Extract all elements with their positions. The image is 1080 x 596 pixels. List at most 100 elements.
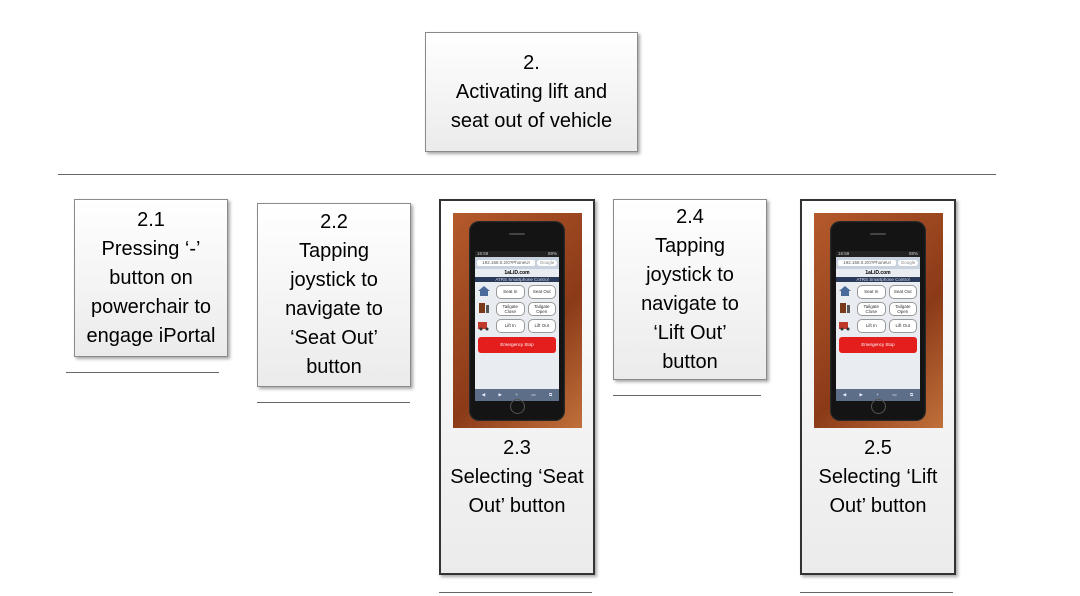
tailgate-open-button: Tailgate Open [527,301,556,316]
step-2-1-box: 2.1 Pressing ‘-’ button on powerchair to… [74,199,228,357]
address-bar: 192.168.0.2/0?PhoneUI Google [836,256,920,269]
seat-in-button: Seat In [496,284,525,299]
pages-icon: ⧉ [549,391,553,397]
step-2-5-label: 2.5 Selecting ‘Lift Out’ button [819,434,938,521]
lift-icon [839,321,850,330]
tailgate-icon [479,302,489,313]
tailgate-close-button: Tailgate Close [496,301,525,316]
step-label-line: joystick to [646,263,734,286]
step-label-line: ‘Lift Out’ [653,321,727,344]
step-number: 2.3 [503,437,531,459]
header-strip: ATRS Smartphone Control [475,276,559,282]
back-icon: ◀ [842,391,847,397]
home-button-icon [871,398,886,414]
site-name: 1aLiD.com [504,269,530,276]
control-grid: Seat In Seat Out Tailgate Close Tailgate… [836,282,920,335]
site-name: 1aLiD.com [865,269,891,276]
phone-speaker [870,232,886,235]
bookmarks-icon: ▭ [531,391,536,397]
root-task-number: 2. [523,51,540,74]
step-2-2-underline [257,402,410,403]
tailgate-icon [840,302,850,313]
status-time: 16:59 [477,250,489,256]
bookmarks-icon: ▭ [892,391,897,397]
smartphone: 16:59 88% 192.168.0.2/0?PhoneUI Google 1… [469,220,565,421]
step-label-line: button [306,356,362,378]
seat-out-button: Seat Out [527,284,556,299]
lift-icon [478,321,489,330]
phone-photo: 16:59 88% 192.168.0.2/0?PhoneUI Google 1… [813,213,943,428]
home-button-icon [510,398,525,414]
step-label-line: Pressing ‘-’ [101,237,201,260]
status-bar: 16:59 88% [836,250,920,257]
add-icon: + [876,391,880,397]
step-2-3-label: 2.3 Selecting ‘Seat Out’ button [450,434,583,521]
lift-in-button: Lift In [857,318,886,333]
address-bar: 192.168.0.2/0?PhoneUI Google [475,256,559,269]
lift-out-button: Lift Out [527,318,556,333]
root-task-line: Activating lift and [455,80,608,103]
step-2-5-box: 16:59 88% 192.168.0.2/0?PhoneUI Google 1… [800,199,956,575]
browser-toolbar: ◀ ▶ + ▭ ⧉ [836,388,920,401]
control-grid: Seat In Seat Out Tailgate Close Tailgate… [475,282,559,335]
seat-out-button: Seat Out [888,284,917,299]
step-label-line: Out’ button [829,495,927,517]
step-label-line: powerchair to [90,295,212,318]
lift-out-button: Lift Out [888,318,917,333]
step-2-2-box: 2.2 Tapping joystick to navigate to ‘Sea… [257,203,411,387]
step-2-5-underline [800,592,953,593]
seat-in-button: Seat In [857,284,886,299]
step-label-line: Out’ button [468,495,566,517]
step-label-line: button [662,350,718,373]
step-2-4-underline [613,395,761,396]
house-icon [478,285,490,296]
phone-screen: 16:59 88% 192.168.0.2/0?PhoneUI Google 1… [475,250,559,401]
tailgate-close-button: Tailgate Close [857,301,886,316]
tailgate-open-button: Tailgate Open [888,301,917,316]
step-2-3-underline [439,592,592,593]
step-label-line: Selecting ‘Lift [818,466,938,488]
lift-in-button: Lift In [496,318,525,333]
url-field: 192.168.0.2/0?PhoneUI [838,259,896,266]
add-icon: + [515,391,519,397]
step-number: 2.1 [137,208,165,231]
step-label-line: engage iPortal [86,324,216,347]
url-field: 192.168.0.2/0?PhoneUI [477,259,535,266]
step-2-1-underline [66,372,219,373]
step-2-4-box: 2.4 Tapping joystick to navigate to ‘Lif… [613,199,767,380]
phone-photo: 16:59 88% 192.168.0.2/0?PhoneUI Google 1… [452,213,582,428]
pages-icon: ⧉ [910,391,914,397]
status-bar: 16:59 88% [475,250,559,257]
step-label-line: Tapping [654,234,726,257]
phone-speaker [509,232,525,235]
emergency-stop-button: Emergency Stop [839,336,917,353]
house-icon [839,285,851,296]
step-label-line: navigate to [285,298,383,320]
step-label-line: Selecting ‘Seat [450,466,584,488]
root-task-line: seat out of vehicle [450,109,613,132]
root-task-box: 2. Activating lift and seat out of vehic… [425,32,638,152]
step-label-line: button on [109,266,193,289]
search-field: Google [537,259,557,266]
forward-icon: ▶ [859,391,863,397]
phone-screen: 16:59 88% 192.168.0.2/0?PhoneUI Google 1… [836,250,920,401]
step-number: 2.5 [864,437,892,459]
step-label-line: navigate to [641,292,739,315]
status-battery: 88% [908,250,918,256]
status-battery: 88% [547,250,557,256]
step-label-line: ‘Seat Out’ [290,327,378,349]
step-2-3-box: 16:59 88% 192.168.0.2/0?PhoneUI Google 1… [439,199,595,575]
smartphone: 16:59 88% 192.168.0.2/0?PhoneUI Google 1… [830,220,926,421]
step-label-line: Tapping [298,240,370,262]
forward-icon: ▶ [498,391,502,397]
step-label-line: joystick to [290,269,378,291]
search-field: Google [898,259,918,266]
back-icon: ◀ [481,391,486,397]
status-time: 16:59 [838,250,850,256]
browser-toolbar: ◀ ▶ + ▭ ⧉ [475,388,559,401]
step-number: 2.4 [676,205,704,228]
step-number: 2.2 [320,211,348,233]
emergency-stop-button: Emergency Stop [478,336,556,353]
hierarchy-connector-line [58,174,996,175]
header-strip: ATRS Smartphone Control [836,276,920,282]
